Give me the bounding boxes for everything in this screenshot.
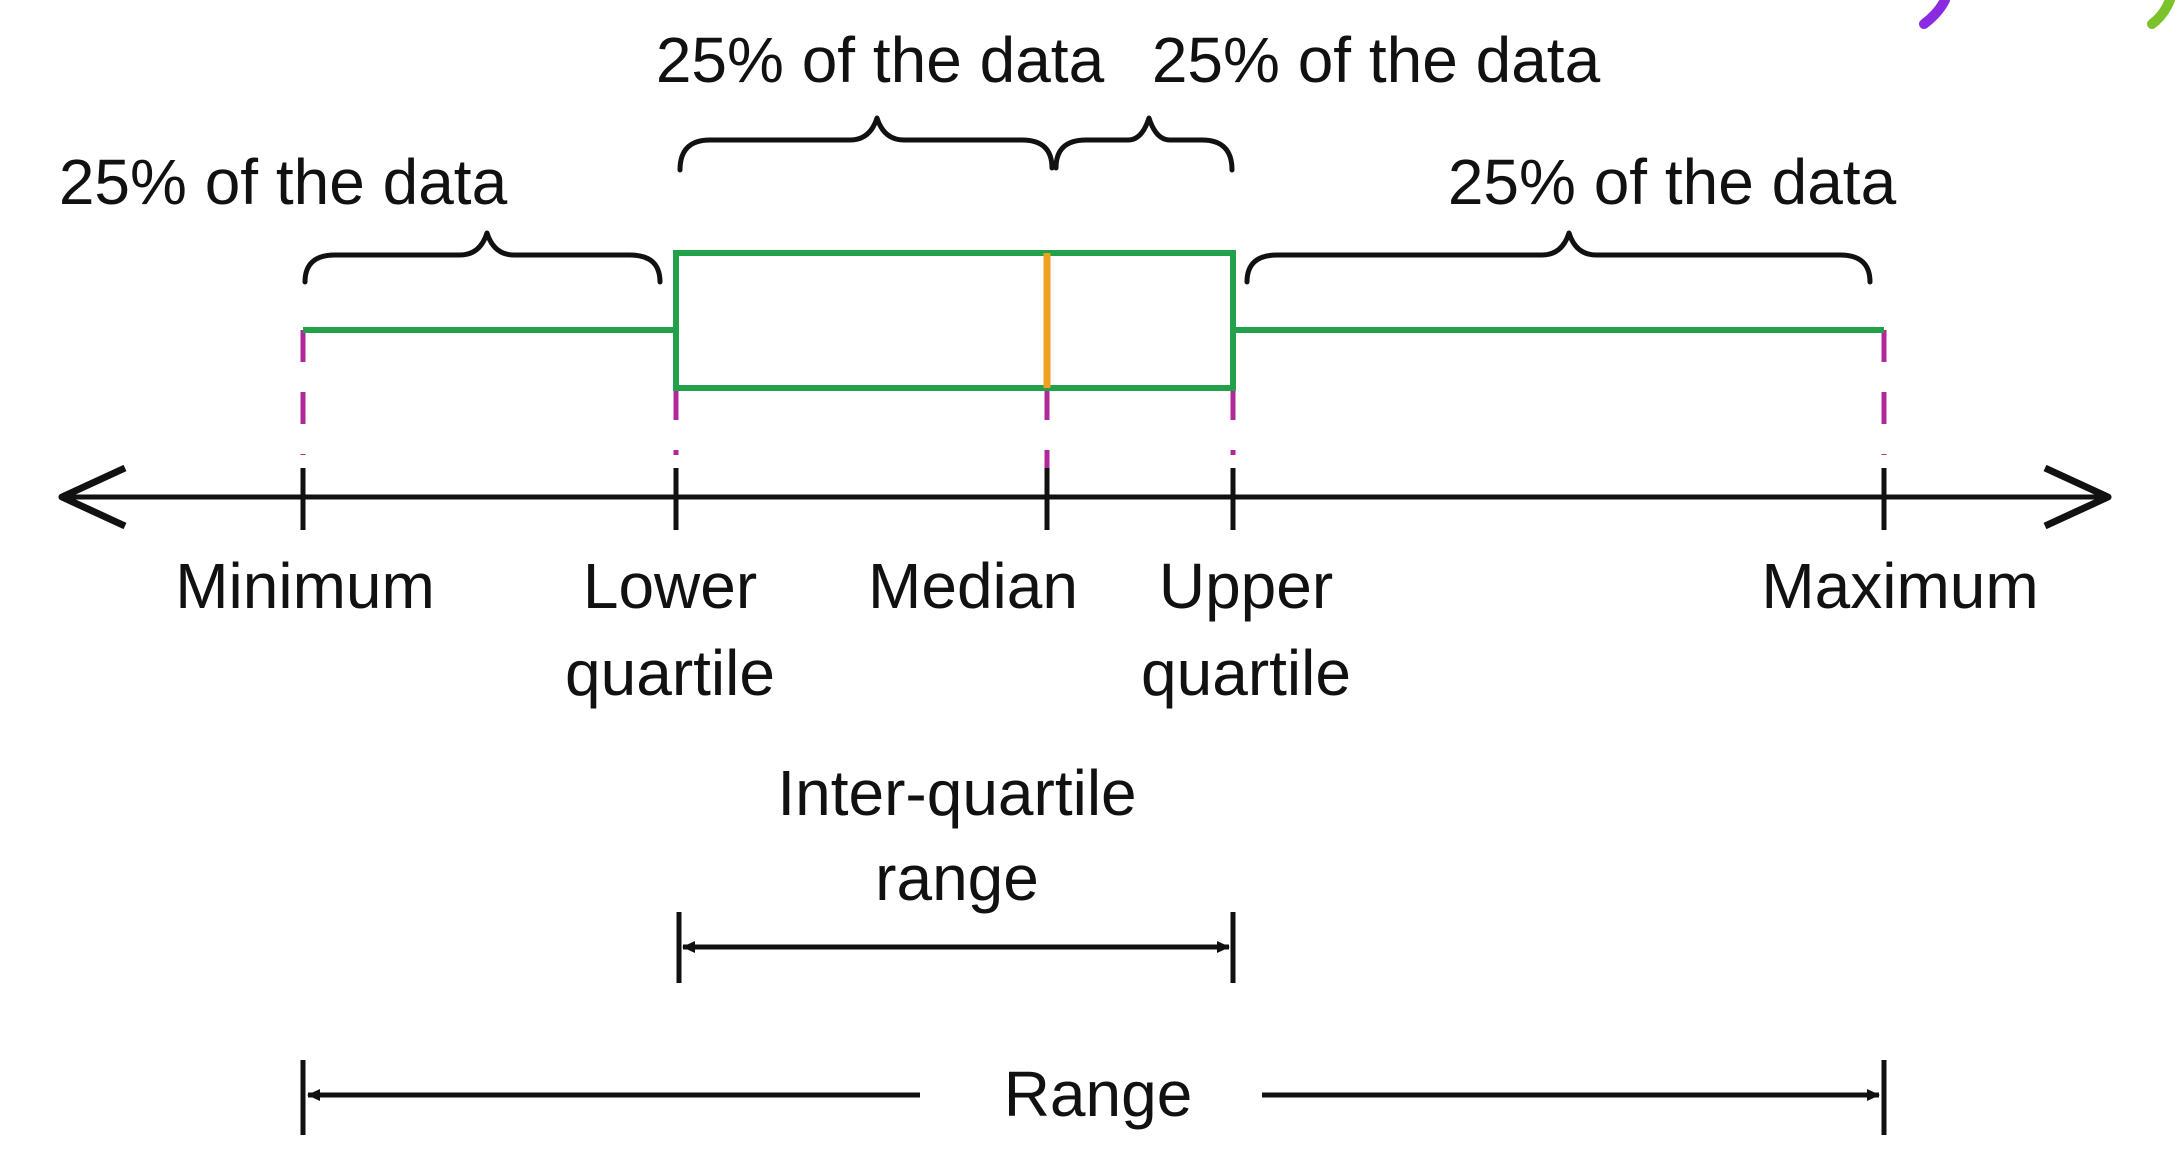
brace-right-whisker [1244, 230, 1873, 285]
label-lower-quartile-line2: quartile [565, 637, 775, 709]
braces [302, 115, 1873, 285]
label-iqr-line2: range [875, 842, 1039, 914]
label-left-whisker-share: 25% of the data [59, 146, 508, 218]
label-upper-quartile-line1: Upper [1159, 550, 1333, 622]
label-right-whisker-share: 25% of the data [1448, 146, 1897, 218]
label-iqr-line1: Inter-quartile [777, 757, 1136, 829]
axis-left-arrowhead [58, 464, 127, 530]
label-upper-quartile-line2: quartile [1141, 637, 1351, 709]
brace-upper-box [1053, 115, 1235, 173]
brace-lower-box [677, 115, 1055, 173]
interquartile-box [673, 250, 1236, 391]
guide-dashes [300, 330, 1887, 480]
label-maximum: Maximum [1761, 550, 2038, 622]
label-minimum: Minimum [175, 550, 435, 622]
axis-right-arrowhead [2043, 464, 2112, 530]
range-span-indicator [300, 1060, 1887, 1135]
purple-stroke-mark [1919, 0, 1950, 29]
label-lower-box-share: 25% of the data [656, 24, 1105, 96]
iqr-span-indicator [676, 912, 1236, 983]
label-median: Median [868, 550, 1078, 622]
corner-marks [1919, 0, 2175, 29]
green-stroke-mark [2147, 0, 2175, 29]
label-upper-box-share: 25% of the data [1152, 24, 1601, 96]
brace-left-whisker [302, 230, 663, 285]
label-range: Range [1004, 1058, 1193, 1130]
label-lower-quartile-line1: Lower [583, 550, 757, 622]
box-plot [303, 250, 1884, 391]
number-line-axis [58, 464, 2112, 530]
